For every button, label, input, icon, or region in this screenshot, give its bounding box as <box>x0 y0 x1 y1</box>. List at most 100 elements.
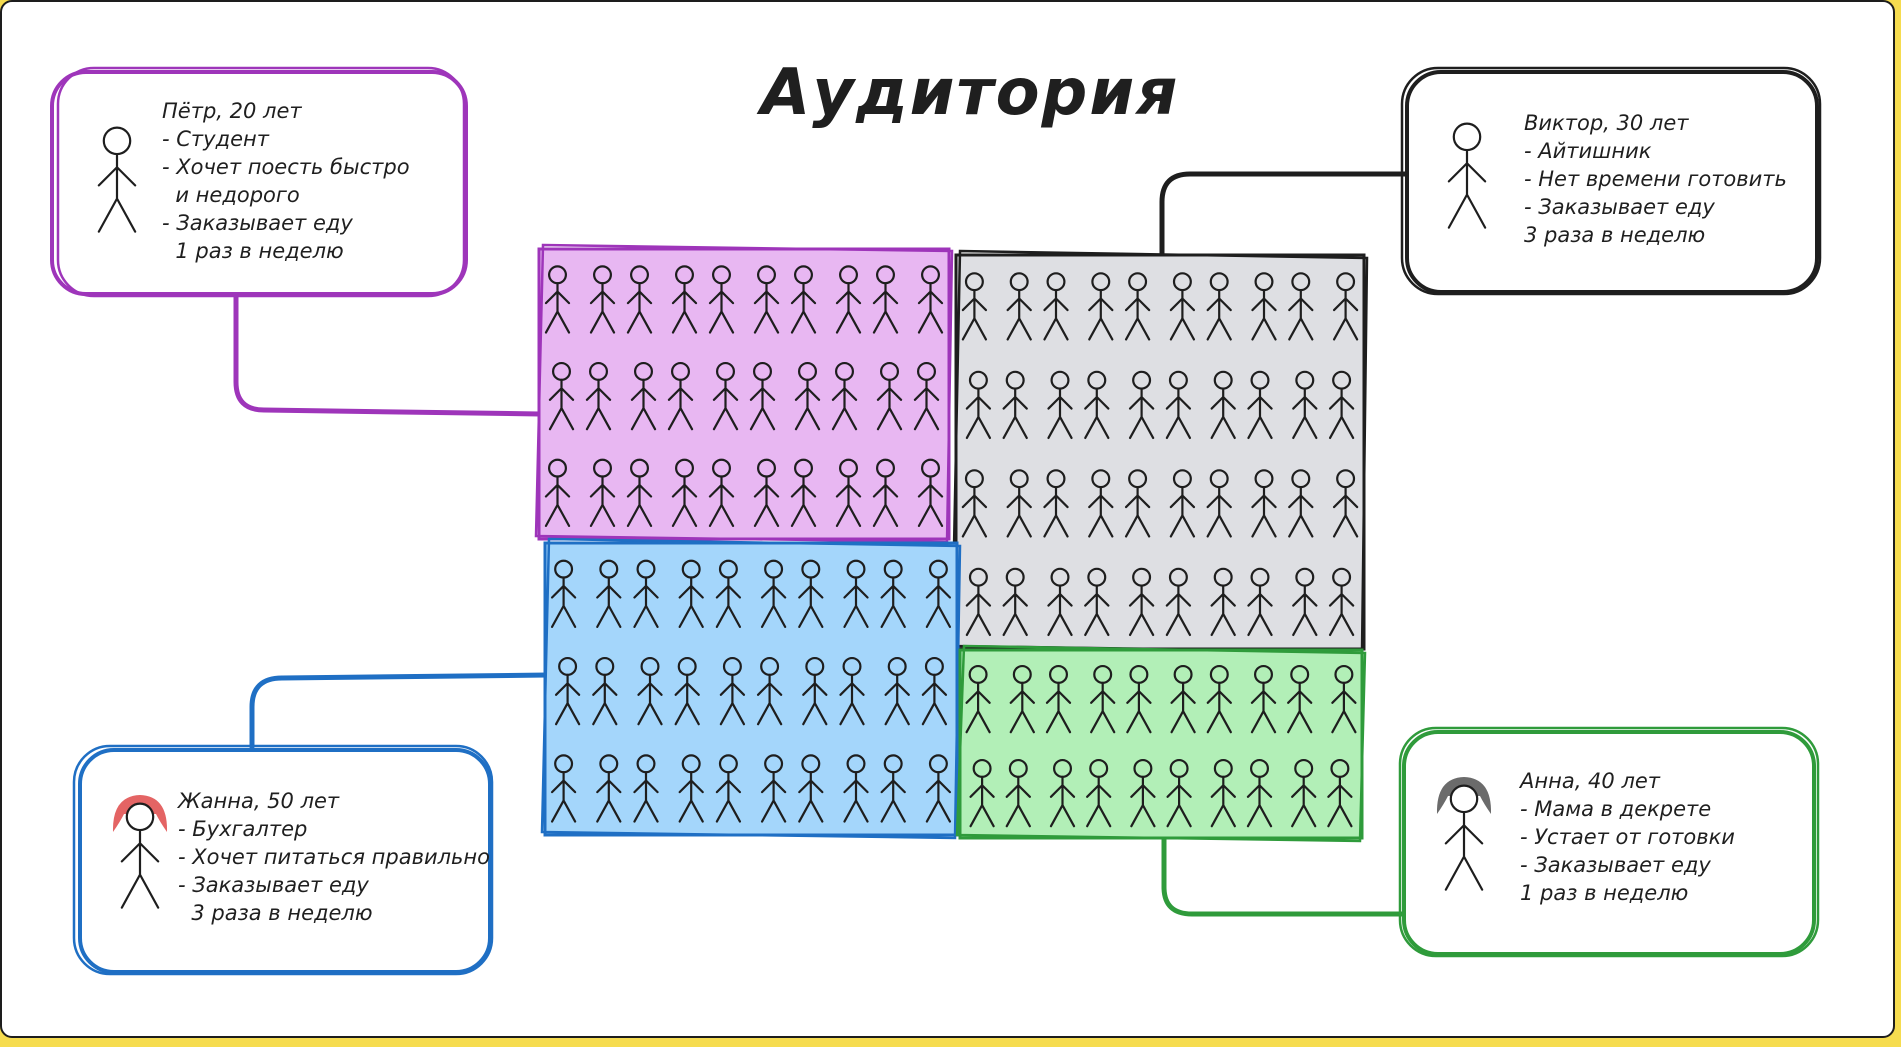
person-figure <box>633 559 659 628</box>
person-figure <box>1006 469 1032 538</box>
persona-line: - Нет времени готовить <box>1524 167 1787 191</box>
person-figure <box>798 754 824 823</box>
person-figure <box>913 361 940 431</box>
person-figure <box>965 664 991 734</box>
person-figure <box>1169 469 1196 538</box>
segment-purple <box>534 243 954 544</box>
person-figure <box>1088 272 1114 341</box>
person-figure <box>1128 567 1155 637</box>
segment-green <box>955 644 1367 843</box>
person-figure <box>626 265 653 334</box>
persona-line: - Хочет поесть быстро <box>162 155 410 179</box>
avatar-icon <box>97 126 137 233</box>
person-figure <box>1327 758 1353 828</box>
person-figure <box>1124 272 1151 341</box>
person-figure <box>790 458 817 527</box>
person-figure <box>719 656 746 726</box>
persona-line: - Айтишник <box>1524 139 1652 163</box>
persona-line: 1 раз в неделю <box>1520 881 1688 905</box>
person-figure <box>756 656 783 726</box>
person-figure <box>921 656 948 726</box>
person-figure <box>550 754 577 823</box>
person-figure <box>712 361 739 431</box>
person-figure <box>1292 370 1318 440</box>
person-figure <box>1090 664 1116 734</box>
person-figure <box>1287 664 1313 734</box>
person-figure <box>760 754 787 823</box>
avatar-icon <box>120 802 160 909</box>
person-figure <box>961 272 988 341</box>
person-figure <box>835 265 862 334</box>
person-figure <box>1002 370 1028 440</box>
person-figure <box>1246 758 1273 828</box>
persona-anna-text: Анна, 40 лет- Мама в декрете- Устает от … <box>1518 769 1735 905</box>
person-figure <box>630 361 657 431</box>
persona-line: - Устает от готовки <box>1520 825 1735 849</box>
person-figure <box>1130 758 1156 828</box>
person-figure <box>1165 567 1192 637</box>
persona-line: 1 раз в неделю <box>162 239 344 263</box>
person-figure <box>1002 567 1028 637</box>
person-figure <box>876 361 903 431</box>
person-figure <box>1043 272 1069 341</box>
person-figure <box>1332 469 1359 538</box>
person-figure <box>1206 664 1232 734</box>
person-figure <box>715 754 742 823</box>
person-figure <box>1170 664 1196 734</box>
person-figure <box>839 656 865 726</box>
person-figure <box>548 361 575 431</box>
person-figure <box>1210 758 1236 828</box>
person-figure <box>1006 272 1032 341</box>
person-figure <box>917 458 944 527</box>
person-figure <box>753 458 780 527</box>
person-figure <box>843 754 869 823</box>
person-figure <box>831 361 858 431</box>
person-figure <box>802 656 828 726</box>
avatar-icon <box>1447 122 1487 229</box>
person-figure <box>1292 567 1318 637</box>
persona-line: Пётр, 20 лет <box>162 99 302 123</box>
person-figure <box>798 559 824 628</box>
person-figure <box>589 265 616 334</box>
person-figure <box>1288 272 1314 341</box>
person-figure <box>633 754 659 823</box>
person-figure <box>1126 664 1152 734</box>
person-figure <box>884 656 910 726</box>
person-figure <box>1206 272 1232 341</box>
person-figure <box>1169 272 1196 341</box>
person-figure <box>626 458 653 527</box>
persona-line: и недорого <box>162 183 300 207</box>
persona-line: Жанна, 50 лет <box>176 789 340 813</box>
person-figure <box>1009 664 1035 734</box>
person-figure <box>708 265 735 334</box>
person-figure <box>592 656 618 726</box>
persona-line: - Бухгалтер <box>178 817 307 841</box>
persona-viktor-text: Виктор, 30 лет- Айтишник- Нет времени го… <box>1524 111 1787 247</box>
person-figure <box>1328 370 1355 440</box>
person-figure <box>1291 758 1317 828</box>
person-figure <box>835 458 862 527</box>
person-figure <box>917 265 944 334</box>
person-figure <box>790 265 817 334</box>
person-figure <box>961 469 988 538</box>
persona-card-viktor: Виктор, 30 лет- Айтишник- Нет времени го… <box>1400 66 1822 296</box>
person-figure <box>749 361 776 431</box>
persona-petr-text: Пётр, 20 лет- Студент- Хочет поесть быст… <box>162 99 410 263</box>
person-figure <box>1049 758 1076 828</box>
person-figure <box>674 656 700 726</box>
persona-zhanna-text: Жанна, 50 лет- Бухгалтер- Хочет питаться… <box>176 789 490 925</box>
persona-line: - Мама в декрете <box>1520 797 1711 821</box>
person-figure <box>1247 370 1273 440</box>
connector-petr <box>233 291 543 417</box>
person-figure <box>671 265 698 334</box>
persona-card-petr: Пётр, 20 лет- Студент- Хочет поесть быст… <box>50 66 468 298</box>
person-figure <box>671 458 698 527</box>
person-figure <box>544 265 571 334</box>
person-figure <box>596 559 622 628</box>
person-figure <box>872 458 899 527</box>
connector-anna <box>1161 835 1407 917</box>
person-figure <box>1045 664 1072 734</box>
persona-line: 3 раза в неделю <box>178 901 373 925</box>
